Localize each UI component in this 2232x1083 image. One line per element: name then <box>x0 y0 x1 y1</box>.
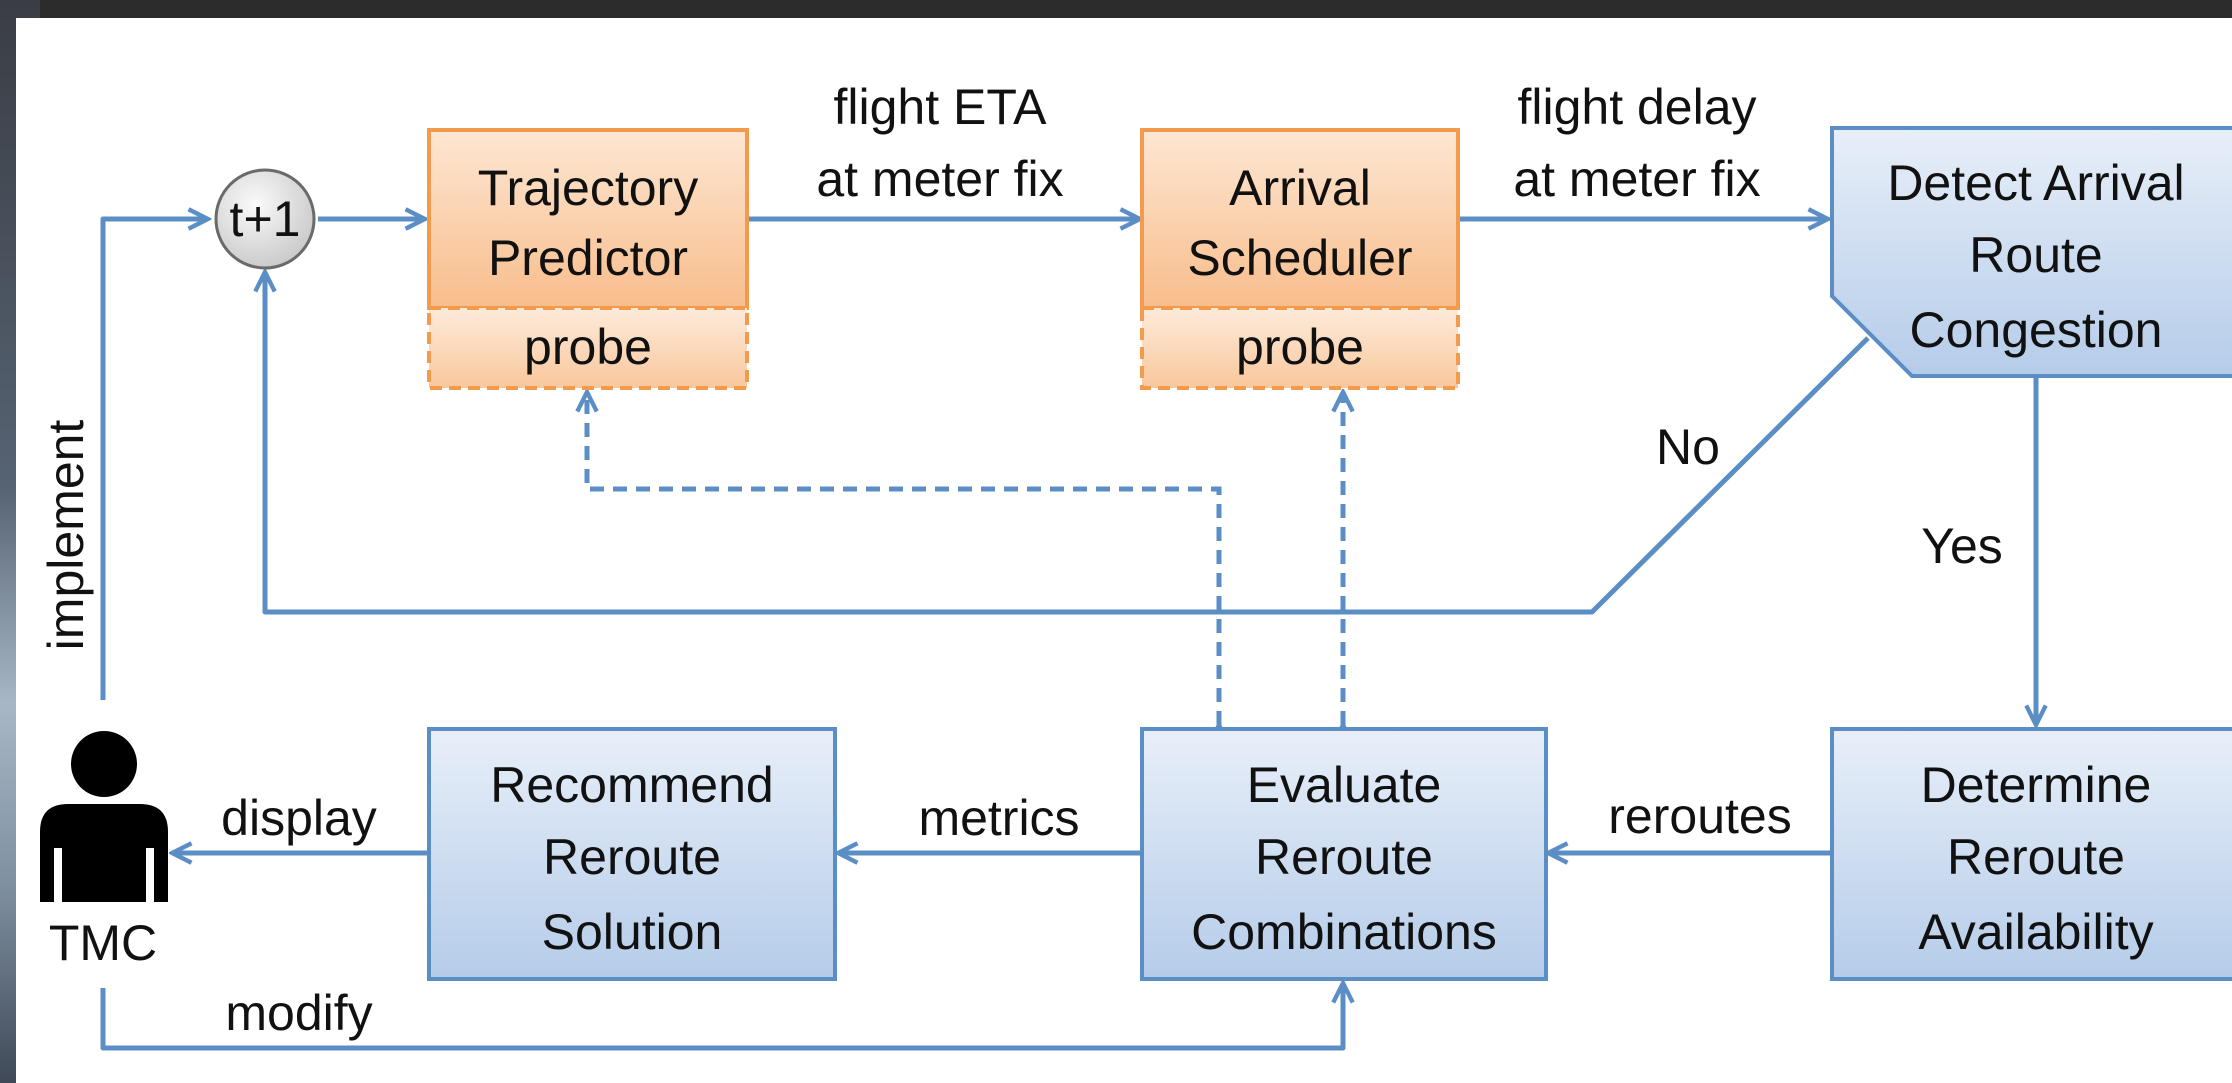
scheduler-probe-box: probe <box>1140 306 1460 390</box>
reroutes-label: reroutes <box>1608 788 1791 844</box>
delay-label-line1: flight delay <box>1517 79 1756 135</box>
trajectory-predictor-line1: Trajectory <box>478 160 698 216</box>
determine-availability-line2: Reroute <box>1947 829 2125 885</box>
modify-label: modify <box>225 985 372 1041</box>
determine-availability-box: Determine Reroute Availability <box>1830 727 2232 981</box>
determine-availability-line3: Availability <box>1918 904 2153 960</box>
detect-congestion-line1: Detect Arrival <box>1887 155 2184 211</box>
eta-label-line2: at meter fix <box>816 151 1063 207</box>
trajectory-predictor-box: Trajectory Predictor <box>427 128 749 310</box>
scheduler-probe-label: probe <box>1236 319 1364 375</box>
detect-congestion-line2: Route <box>1969 227 2102 283</box>
delay-label-line2: at meter fix <box>1513 151 1760 207</box>
time-step-node: t+1 <box>214 168 316 270</box>
recommend-solution-box: Recommend Reroute Solution <box>427 727 837 981</box>
metrics-label: metrics <box>918 790 1079 846</box>
evaluate-combinations-line3: Combinations <box>1191 904 1497 960</box>
trajectory-probe-label: probe <box>524 319 652 375</box>
detect-congestion-box: Detect Arrival Route Congestion <box>1830 126 2232 378</box>
edge-probe-trajectory <box>587 392 1219 725</box>
arrival-scheduler-box: Arrival Scheduler <box>1140 128 1460 310</box>
edge-modify <box>100 983 1343 1051</box>
evaluate-combinations-line2: Reroute <box>1255 829 1433 885</box>
no-label: No <box>1656 419 1720 475</box>
eta-label-line1: flight ETA <box>833 79 1047 135</box>
detect-congestion-line3: Congestion <box>1910 302 2163 358</box>
recommend-solution-line1: Recommend <box>490 757 773 813</box>
tmc-label: TMC <box>49 915 157 971</box>
display-label: display <box>221 790 377 846</box>
arrival-scheduler-line2: Scheduler <box>1187 230 1412 286</box>
implement-label: implement <box>38 420 94 651</box>
determine-availability-line1: Determine <box>1921 757 2152 813</box>
recommend-solution-line3: Solution <box>542 904 723 960</box>
trajectory-probe-box: probe <box>427 306 749 390</box>
yes-label: Yes <box>1921 518 2003 574</box>
evaluate-combinations-line1: Evaluate <box>1247 757 1442 813</box>
recommend-solution-line2: Reroute <box>543 829 721 885</box>
tmc-person-icon <box>40 731 168 902</box>
trajectory-predictor-line2: Predictor <box>488 230 688 286</box>
arrival-scheduler-line1: Arrival <box>1229 160 1371 216</box>
time-step-label: t+1 <box>230 191 301 247</box>
edge-implement <box>100 219 208 700</box>
evaluate-combinations-box: Evaluate Reroute Combinations <box>1140 727 1548 981</box>
